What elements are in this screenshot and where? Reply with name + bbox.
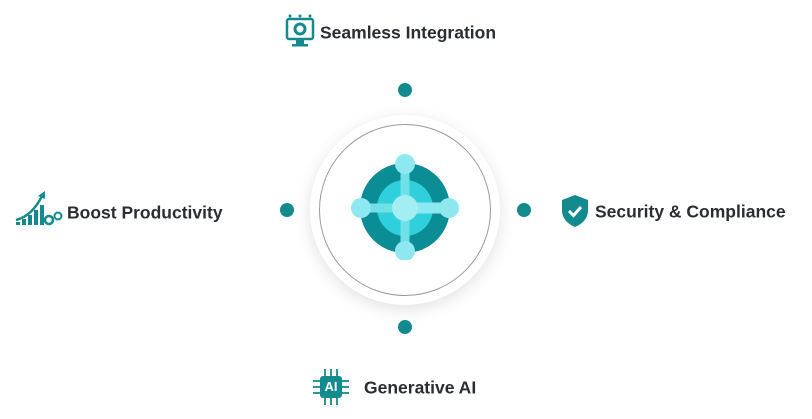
business-central-logo-icon [351, 154, 459, 260]
feature-label-generative-ai: Generative AI [364, 377, 477, 398]
ai-chip-icon: AI [311, 367, 351, 407]
connector-dot-top [398, 83, 412, 97]
shield-check-icon [562, 195, 588, 227]
center-hub [310, 115, 500, 305]
monitor-gear-icon [285, 14, 315, 47]
growth-chart-gears-icon [15, 191, 63, 226]
feature-label-seamless-integration: Seamless Integration [320, 22, 497, 43]
ai-chip-text: AI [324, 379, 338, 394]
connector-dot-left [280, 203, 294, 217]
connector-dot-bottom [398, 320, 412, 334]
hub-ring [319, 124, 491, 296]
feature-label-security-compliance: Security & Compliance [595, 201, 786, 222]
connector-dot-right [517, 203, 531, 217]
feature-label-boost-productivity: Boost Productivity [67, 202, 223, 223]
